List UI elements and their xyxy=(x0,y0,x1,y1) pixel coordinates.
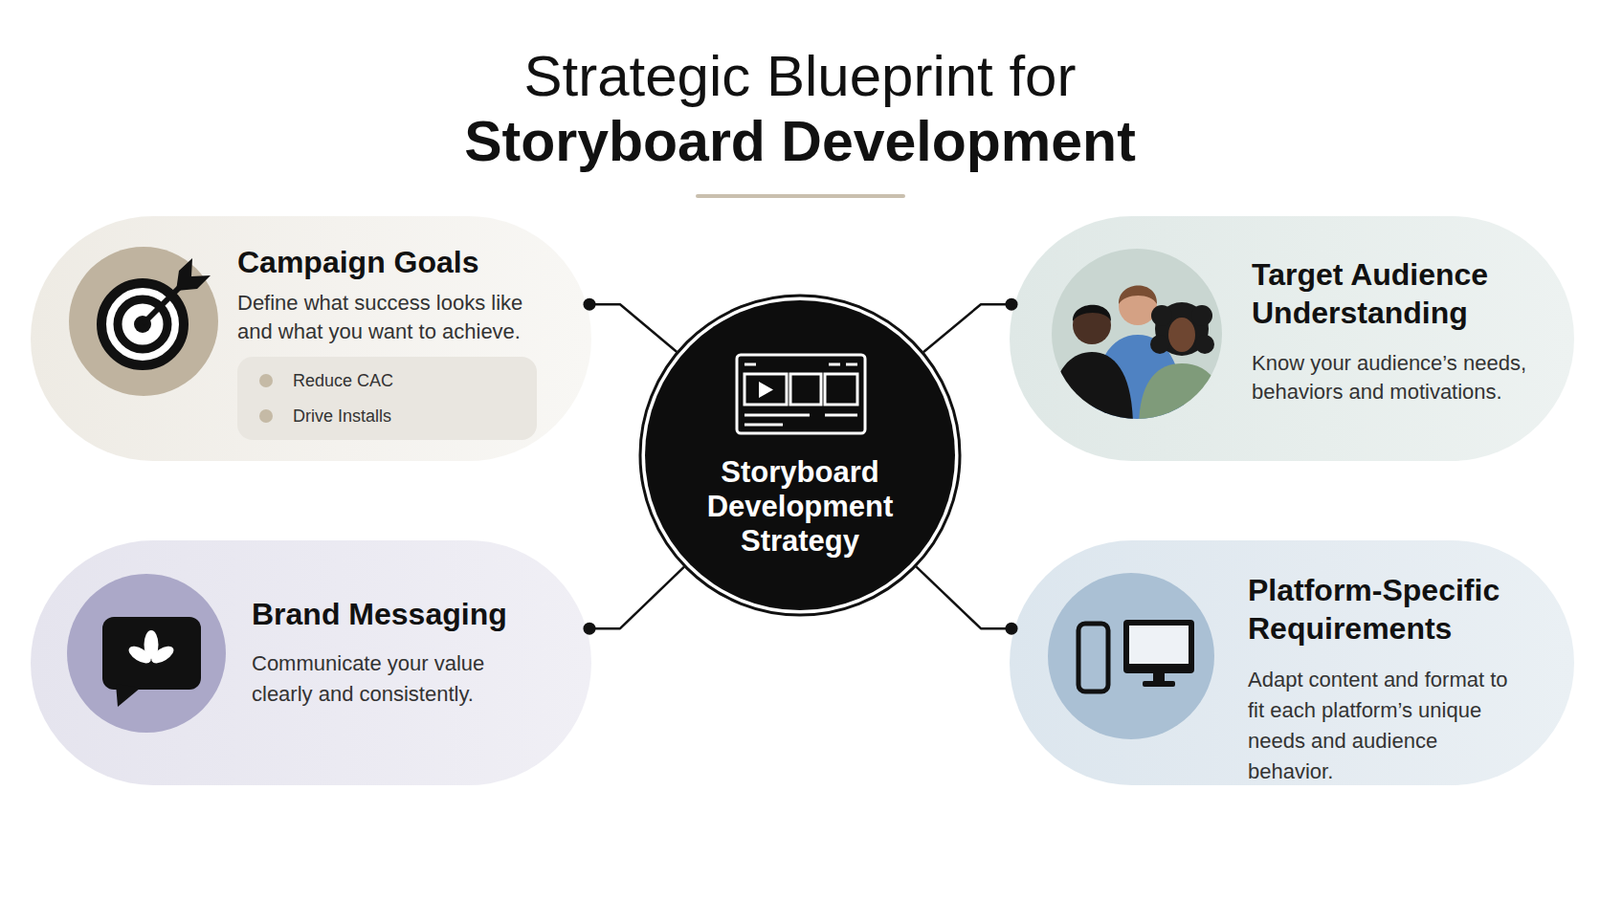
person-hair xyxy=(1150,334,1170,355)
card-body: Know your audience’s needs, behaviors an… xyxy=(1251,349,1539,407)
target-ring xyxy=(101,283,184,366)
icon-disc xyxy=(66,574,226,734)
icon-disc xyxy=(1051,248,1223,420)
speech-bubble xyxy=(102,617,201,690)
bullet-item: Reduce CAC xyxy=(292,370,523,392)
connector-line xyxy=(589,567,685,630)
connector-dot xyxy=(1005,622,1019,636)
hub-fill xyxy=(644,300,956,611)
person-hair xyxy=(1191,305,1213,327)
person-body xyxy=(1048,352,1134,429)
person-head xyxy=(1118,287,1157,326)
person-hair xyxy=(1195,334,1215,355)
title-rule xyxy=(695,194,906,199)
storyboard-frame xyxy=(736,355,866,434)
platform-card: Platform-Specific RequirementsAdapt cont… xyxy=(1009,540,1575,786)
people-icon xyxy=(1048,248,1227,429)
storyboard-panel xyxy=(744,374,787,405)
hub-ring xyxy=(640,295,960,616)
person-body xyxy=(1090,334,1185,426)
storyboard-icon xyxy=(736,355,866,434)
storyboard-panel xyxy=(824,374,858,405)
phone xyxy=(1078,623,1109,692)
leaf xyxy=(126,643,155,667)
arrow-shaft xyxy=(144,283,184,323)
card-heading: Platform-Specific Requirements xyxy=(1247,571,1535,648)
monitor-screen xyxy=(1129,625,1189,665)
connector-dot xyxy=(1005,298,1019,312)
person-hair xyxy=(1118,285,1157,305)
hub-circle: Storyboard Development Strategy xyxy=(637,292,963,619)
card-body: Communicate your value clearly and consi… xyxy=(251,648,511,711)
people-group xyxy=(1048,285,1227,429)
bullet-dot xyxy=(259,374,273,388)
icon-disc xyxy=(68,246,219,397)
person-hair xyxy=(1072,305,1112,322)
person-head xyxy=(1072,306,1112,345)
card-heading: Brand Messaging xyxy=(251,595,568,634)
target-bullseye xyxy=(133,315,152,334)
card-body: Define what success looks like and what … xyxy=(237,288,544,347)
arrow-fletching xyxy=(176,258,211,291)
bullet-item: Drive Installs xyxy=(292,405,523,427)
hub-label: Storyboard Development Strategy xyxy=(694,455,906,559)
connector-dot xyxy=(583,298,597,312)
target-ring xyxy=(117,299,168,350)
leaf xyxy=(148,643,177,667)
messaging-card: Brand MessagingCommunicate your value cl… xyxy=(30,540,592,786)
storyboard-mark xyxy=(828,363,841,367)
audience-card: Target Audience UnderstandingKnow your a… xyxy=(1009,216,1575,462)
storyboard-line xyxy=(744,414,810,418)
person-body xyxy=(1138,363,1227,429)
card-heading: Target Audience Understanding xyxy=(1251,255,1539,333)
storyboard-panel xyxy=(790,374,822,405)
storyboard-mark xyxy=(845,363,858,367)
target-icon xyxy=(68,246,219,397)
bullet-box: Reduce CAC Drive Installs xyxy=(237,356,537,441)
diagram-title: Strategic Blueprint for Storyboard Devel… xyxy=(445,44,1155,175)
card-body: Adapt content and format to fit each pla… xyxy=(1247,665,1526,788)
person-hair xyxy=(1151,305,1173,327)
storyboard-line xyxy=(824,414,858,418)
monitor-frame xyxy=(1123,620,1195,674)
play-symbol xyxy=(758,381,774,399)
connector-line xyxy=(923,304,1012,353)
monitor-neck xyxy=(1153,672,1165,683)
person-hair xyxy=(1155,302,1209,356)
storyboard-mark xyxy=(744,363,756,367)
leaf xyxy=(144,630,159,660)
speech-tail xyxy=(115,684,141,708)
bullet-dot xyxy=(259,409,273,423)
connector-line xyxy=(589,304,677,353)
connector-dot xyxy=(583,622,597,636)
icon-disc xyxy=(1047,573,1215,740)
storyboard-line xyxy=(744,423,783,427)
person-head xyxy=(1168,317,1196,353)
goal-card: Campaign GoalsDefine what success looks … xyxy=(30,216,592,462)
devices-icon xyxy=(1047,573,1215,740)
message-icon xyxy=(66,574,226,734)
card-heading: Campaign Goals xyxy=(237,243,563,282)
monitor-base xyxy=(1142,681,1176,688)
connector-line xyxy=(915,566,1012,629)
